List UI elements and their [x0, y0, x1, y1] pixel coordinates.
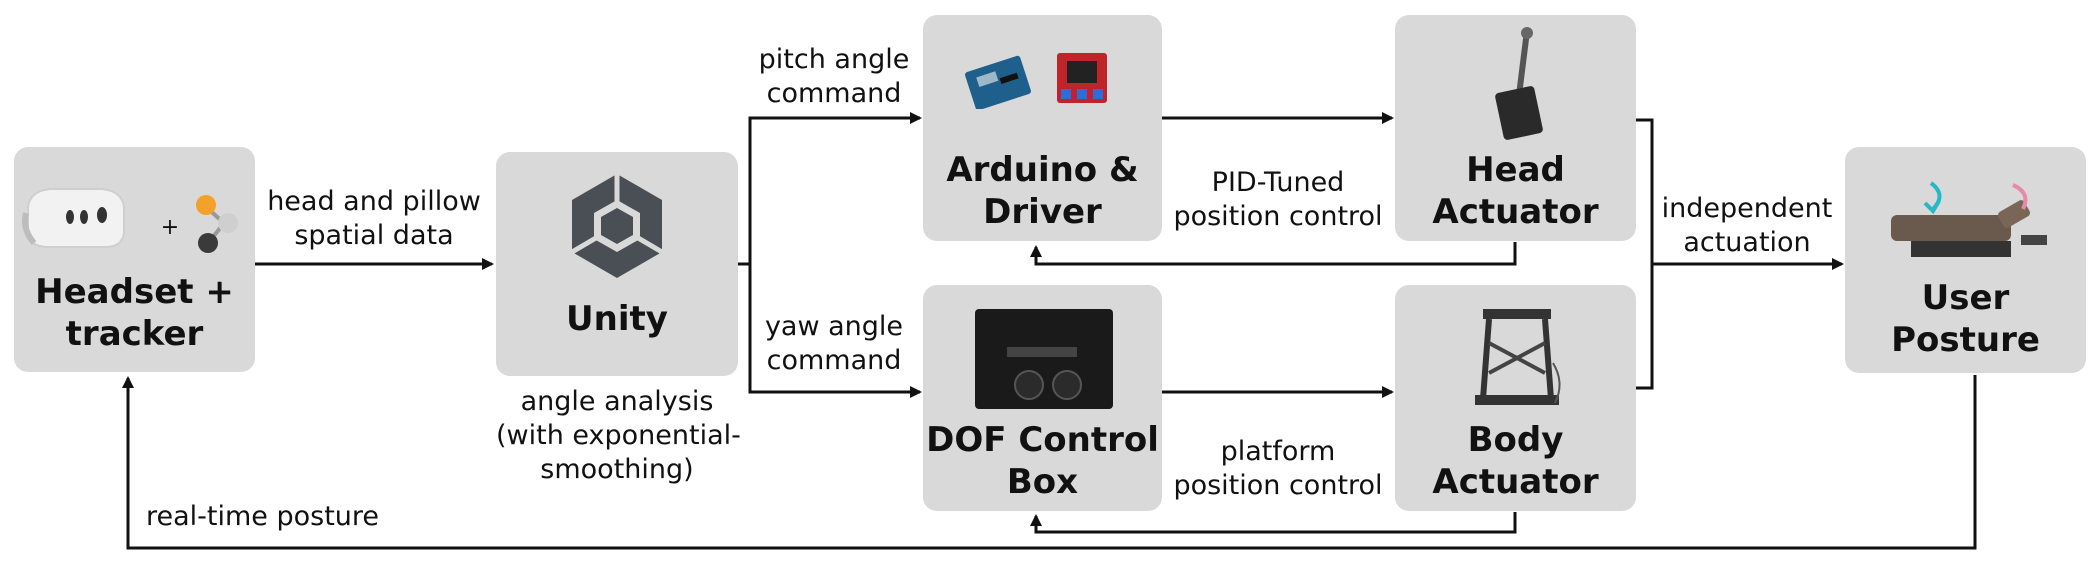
headset-title-line-1: Headset +: [35, 272, 234, 312]
node-body-actuator: Body Actuator: [1395, 285, 1636, 511]
edge-unity-dof: [748, 264, 922, 398]
edge-head-feedback: [1030, 242, 1517, 266]
body-actuator-title-line-2: Actuator: [1432, 462, 1599, 502]
label-independent-actuation: independent actuation: [1652, 192, 1842, 260]
body-actuator-title-line-1: Body: [1467, 420, 1564, 460]
edge-unity-arduino: [748, 112, 922, 264]
user-posture-title-line-2: Posture: [1891, 320, 2040, 360]
label-pid-line-1: PID-Tuned: [1211, 167, 1345, 198]
label-angle-analysis-line-3: smoothing): [540, 454, 694, 485]
label-head-pillow-line-1: head and pillow: [267, 186, 481, 217]
linear-actuator-icon: [1495, 27, 1543, 140]
label-platform-line-1: platform: [1220, 436, 1336, 467]
label-pid-control: PID-Tuned position control: [1162, 166, 1394, 234]
vr-headset-icon: [22, 188, 125, 248]
motion-platform-icon: [1475, 309, 1561, 405]
node-dof-control-box: DOF Control Box: [923, 285, 1162, 511]
label-pitch-line-2: command: [766, 78, 902, 109]
reclining-user-icon: [1891, 181, 2047, 257]
dof-title-line-1: DOF Control: [926, 420, 1159, 460]
headset-plus-sign: +: [160, 215, 180, 240]
arduino-title-line-2: Driver: [983, 192, 1102, 232]
node-user-posture: User Posture: [1845, 147, 2086, 373]
label-independent-line-1: independent: [1661, 193, 1833, 224]
label-realtime-posture: real-time posture: [146, 501, 380, 532]
label-yaw-line-2: command: [766, 345, 902, 376]
dof-title-line-2: Box: [1006, 462, 1079, 502]
label-pitch-line-1: pitch angle: [758, 44, 910, 75]
label-independent-line-2: actuation: [1683, 227, 1811, 258]
label-angle-analysis-line-2: (with exponential-: [496, 420, 741, 451]
head-actuator-title-line-2: Actuator: [1432, 192, 1599, 232]
node-arduino-driver: Arduino & Driver: [923, 15, 1162, 241]
node-head-actuator: Head Actuator: [1395, 15, 1636, 241]
headset-title-line-2: tracker: [65, 314, 204, 354]
tracker-icon: [196, 195, 238, 253]
label-platform-line-2: position control: [1173, 470, 1383, 501]
label-yaw-line-1: yaw angle: [764, 311, 904, 342]
label-pid-line-2: position control: [1173, 201, 1383, 232]
arduino-board-icon: [965, 55, 1031, 109]
motor-driver-icon: [1057, 53, 1107, 103]
edge-realtime-posture: [122, 375, 1977, 550]
label-platform-control: platform position control: [1162, 435, 1394, 503]
label-head-pillow-line-2: spatial data: [294, 220, 454, 251]
label-pitch-command: pitch angle command: [752, 43, 916, 111]
control-box-icon: [975, 309, 1113, 409]
unity-logo-icon: [570, 174, 664, 278]
edge-independent-bracket: [1636, 118, 1654, 390]
user-posture-title-line-1: User: [1921, 278, 2010, 318]
node-headset-tracker: + Headset + tracker: [14, 147, 255, 372]
unity-title: Unity: [566, 299, 668, 339]
label-yaw-command: yaw angle command: [752, 310, 916, 378]
label-angle-analysis: angle analysis (with exponential- smooth…: [496, 385, 741, 487]
label-head-pillow: head and pillow spatial data: [256, 185, 492, 253]
label-angle-analysis-line-1: angle analysis: [520, 386, 714, 417]
arduino-title-line-1: Arduino &: [946, 150, 1139, 190]
edge-body-feedback: [1030, 512, 1517, 534]
node-unity: Unity: [496, 152, 738, 376]
head-actuator-title-line-1: Head: [1466, 150, 1565, 190]
